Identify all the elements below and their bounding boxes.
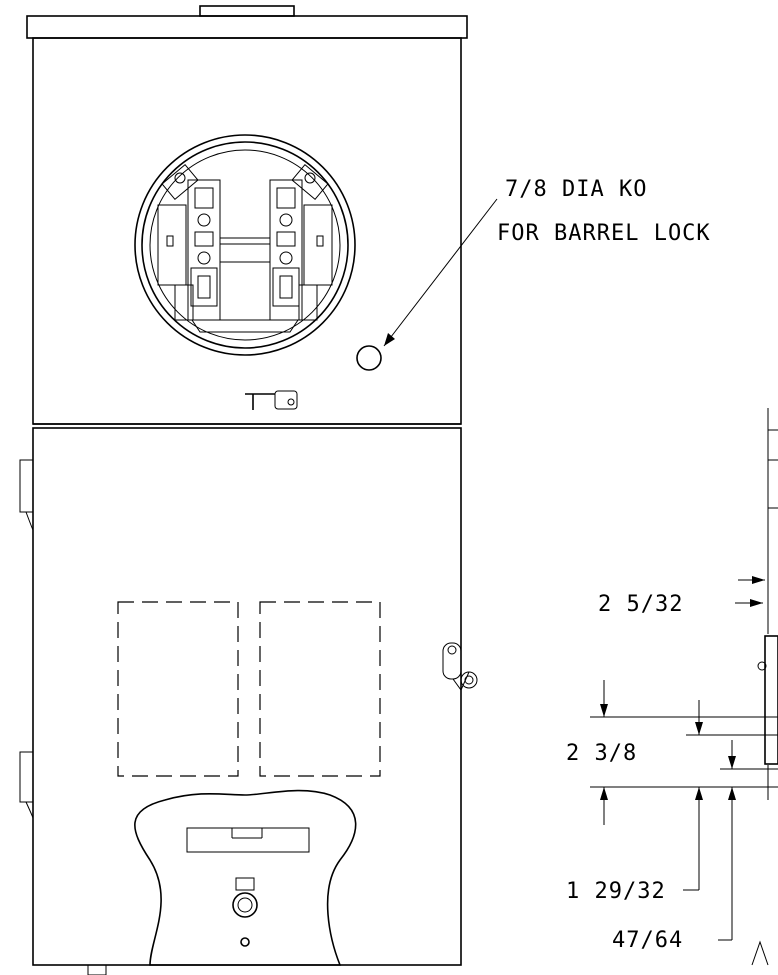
meter-socket xyxy=(134,134,356,356)
dim-47-64 xyxy=(718,740,778,941)
dashed-panel-right xyxy=(259,601,381,777)
bottom-tab xyxy=(87,964,107,975)
knockout-circle xyxy=(356,345,382,371)
ko-callout-line2: FOR BARREL LOCK xyxy=(497,221,711,246)
ko-leader-arrow xyxy=(384,333,395,346)
lower-enclosure xyxy=(19,427,478,966)
upper-latch xyxy=(245,390,298,410)
dim-2-3-8 xyxy=(590,680,778,825)
dim-label-2-3-8: 2 3/8 xyxy=(566,741,637,766)
meter-enclosure xyxy=(32,37,462,425)
dashed-panel-left xyxy=(117,601,239,777)
dim-label-1-29-32: 1 29/32 xyxy=(566,879,666,904)
dim-1-29-32 xyxy=(683,700,778,891)
dim-label-47-64: 47/64 xyxy=(612,928,683,953)
dim-2-5-32 xyxy=(735,576,765,607)
access-cutout xyxy=(134,789,357,966)
side-view xyxy=(751,408,778,966)
dim-label-2-5-32: 2 5/32 xyxy=(598,592,683,617)
ko-callout-line1: 7/8 DIA KO xyxy=(505,177,647,202)
top-cap xyxy=(26,5,468,39)
ko-leader-line xyxy=(383,198,498,347)
